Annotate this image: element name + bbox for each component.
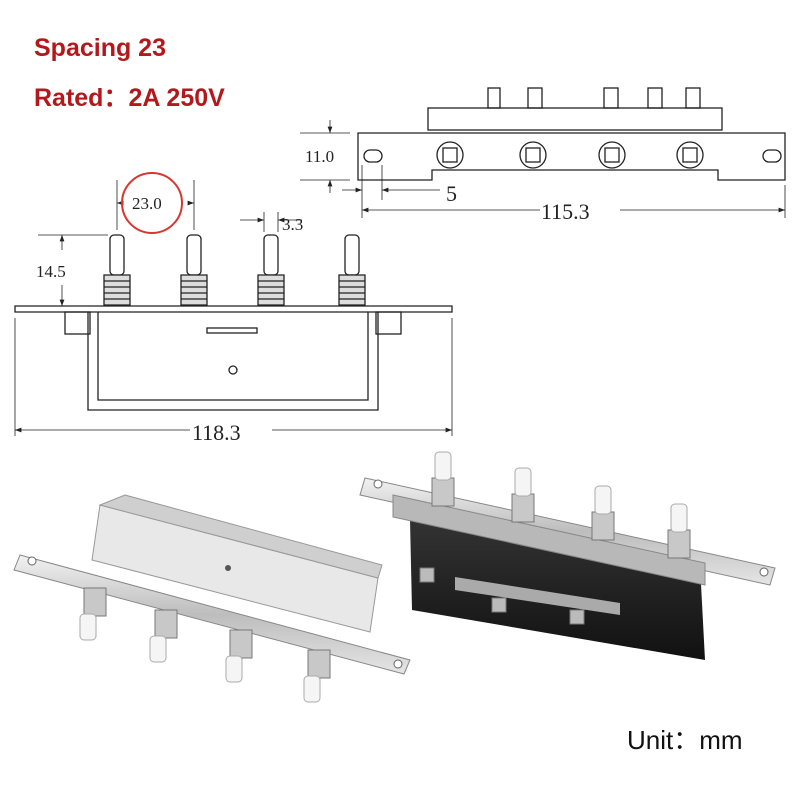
- plunger-dim-label: 14.5: [36, 262, 66, 281]
- spacing-highlight-circle: [121, 172, 183, 234]
- rating-label: Rated：2A 250V: [34, 84, 225, 112]
- front-width-dim-label: 118.3: [192, 420, 241, 445]
- pin-dim-label: 3.3: [282, 215, 303, 234]
- plungers: [103, 234, 366, 306]
- offset-dim-label: 5: [446, 181, 457, 206]
- top-view-drawing: [300, 87, 786, 218]
- product-photo-back: [13, 494, 411, 703]
- front-view-drawing: [14, 180, 453, 436]
- top-width-dim-label: 115.3: [541, 199, 590, 224]
- unit-label: Unit：mm: [627, 725, 743, 755]
- spacing-label: Spacing 23: [34, 34, 166, 62]
- spacing-dim-label: 23.0: [132, 194, 162, 213]
- height-dim-label: 11.0: [305, 147, 334, 166]
- product-photo-front: [359, 451, 776, 660]
